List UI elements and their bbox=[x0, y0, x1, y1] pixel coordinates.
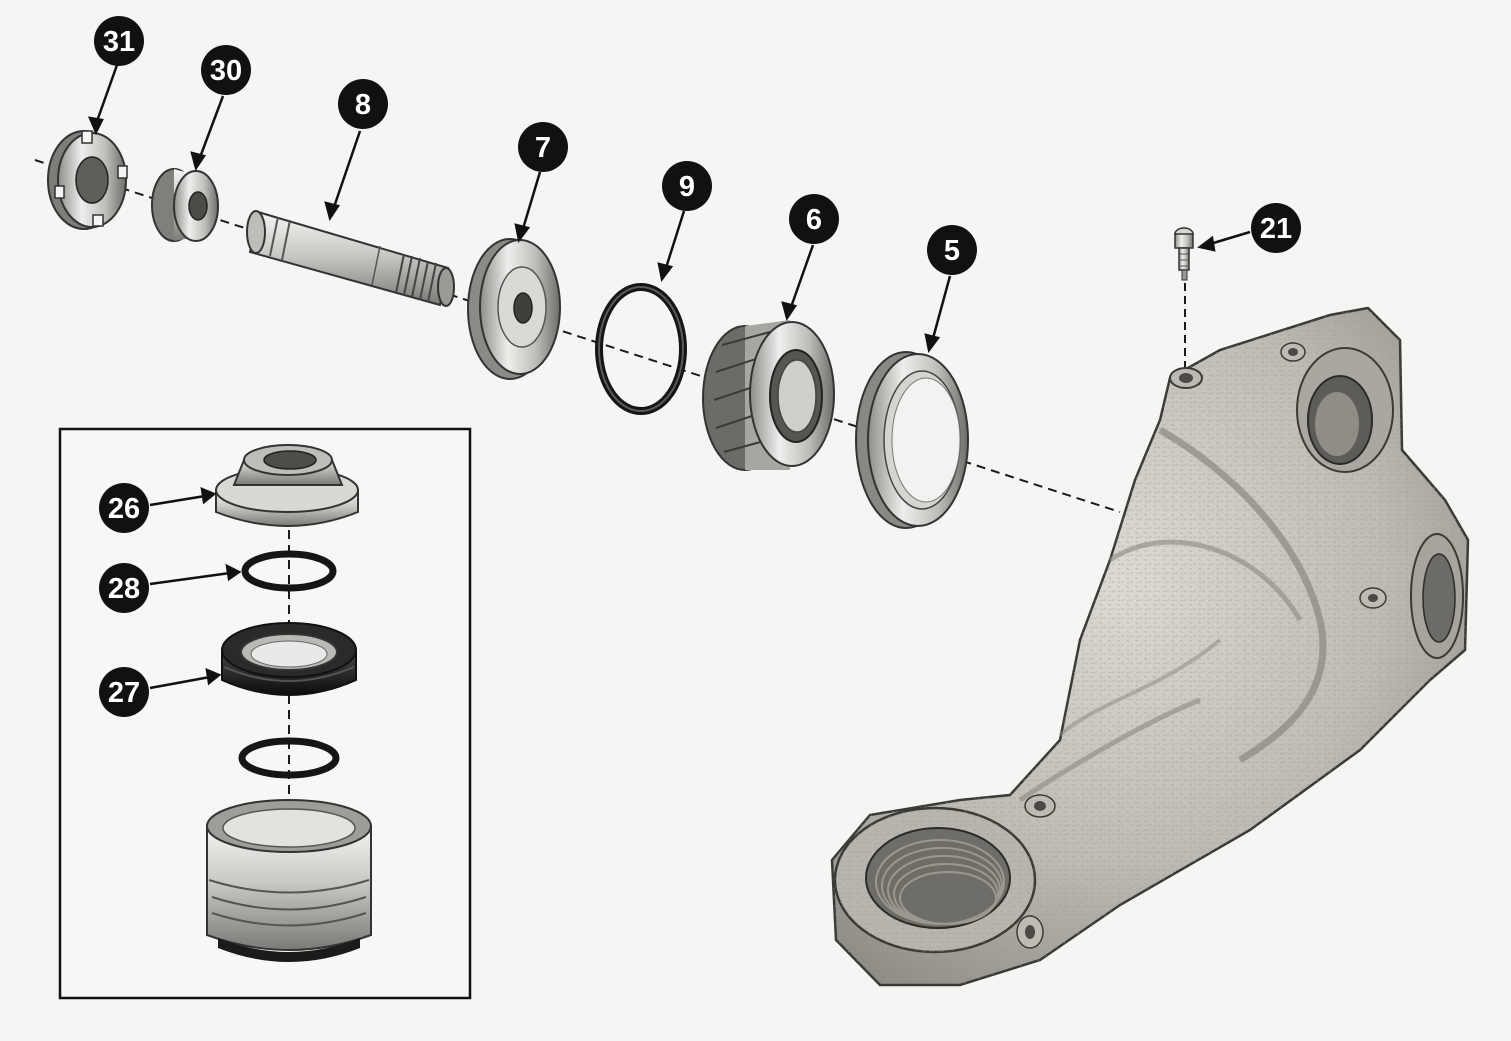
callout-31: 31 bbox=[94, 16, 144, 66]
callout-label: 8 bbox=[355, 89, 371, 121]
seal-cap-icon bbox=[215, 444, 359, 527]
callout-label: 6 bbox=[806, 204, 822, 236]
callout-label: 31 bbox=[103, 26, 135, 58]
callout-28: 28 bbox=[99, 563, 149, 613]
callout-6: 6 bbox=[789, 194, 839, 244]
threaded-pin-icon bbox=[246, 210, 455, 307]
callout-9: 9 bbox=[662, 161, 712, 211]
callout-label: 26 bbox=[108, 493, 140, 525]
grease-fitting-icon bbox=[1174, 227, 1194, 281]
callout-5: 5 bbox=[927, 225, 977, 275]
o-ring-icon bbox=[241, 550, 337, 592]
callout-26: 26 bbox=[99, 483, 149, 533]
tapered-roller-bearing-icon bbox=[702, 320, 835, 471]
callout-27: 27 bbox=[99, 667, 149, 717]
bearing-cup-icon bbox=[855, 351, 969, 529]
callout-8: 8 bbox=[338, 79, 388, 129]
o-ring-icon bbox=[238, 737, 340, 779]
callout-label: 21 bbox=[1260, 213, 1292, 245]
dust-cap-washer-icon bbox=[467, 238, 561, 380]
callout-21: 21 bbox=[1251, 203, 1301, 253]
leader-lines bbox=[87, 64, 1251, 690]
callout-label: 27 bbox=[108, 677, 140, 709]
lip-seal-icon bbox=[221, 622, 357, 696]
castle-nut-icon bbox=[47, 130, 128, 230]
callout-label: 5 bbox=[944, 235, 960, 267]
callout-label: 9 bbox=[679, 171, 695, 203]
spacer-bushing-icon bbox=[151, 168, 219, 242]
knuckle-housing-icon bbox=[830, 306, 1470, 987]
callout-30: 30 bbox=[201, 45, 251, 95]
o-ring-icon bbox=[595, 283, 687, 415]
callout-7: 7 bbox=[518, 122, 568, 172]
callout-label: 28 bbox=[108, 573, 140, 605]
threaded-sleeve-icon bbox=[206, 799, 372, 962]
callout-label: 30 bbox=[210, 55, 242, 87]
callout-label: 7 bbox=[535, 132, 551, 164]
